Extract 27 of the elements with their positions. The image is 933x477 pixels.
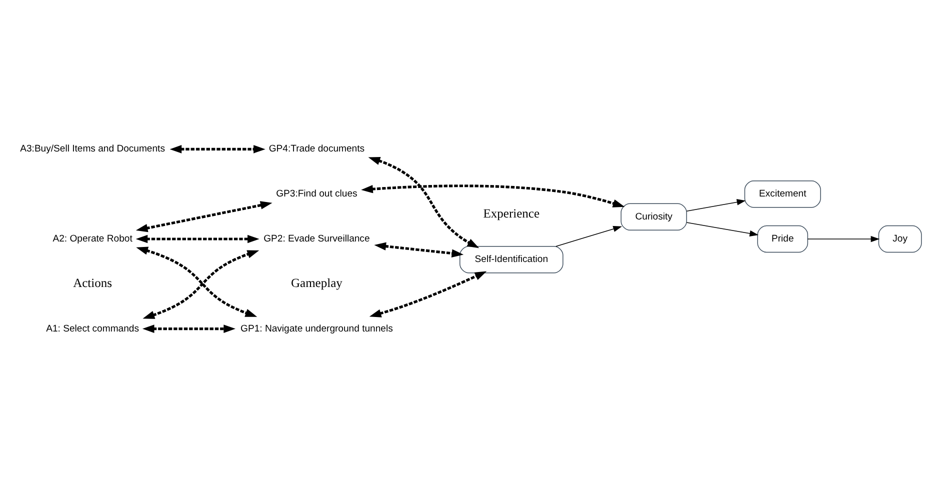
arrow <box>361 184 625 207</box>
arrow <box>368 156 480 248</box>
node-box: Curiosity <box>620 202 687 230</box>
arrow <box>136 200 272 232</box>
label: Gameplay <box>291 275 342 290</box>
node-text: GP1: Navigate underground tunnels <box>240 322 393 334</box>
node-box: Joy <box>878 224 922 252</box>
node-text: GP3:Find out clues <box>276 188 358 200</box>
node-text: A1: Select commands <box>46 322 139 334</box>
node-box: Self-Identification <box>460 246 564 273</box>
arrow <box>369 270 487 317</box>
label: Actions <box>73 275 112 290</box>
arrow <box>136 234 260 243</box>
node-box: Pride <box>757 224 808 252</box>
arrow <box>686 222 759 236</box>
node-text: A2: Operate Robot <box>52 233 132 244</box>
arrow <box>807 235 880 242</box>
arrow <box>374 242 464 257</box>
node-text: A3:Buy/Sell Items and Documents <box>20 143 165 154</box>
node-text: GP4:Trade documents <box>268 143 365 154</box>
label: Experience <box>483 206 540 220</box>
arrow <box>170 144 266 153</box>
node-text: GP2: Evade Surveillance <box>264 233 370 244</box>
arrow <box>556 225 622 246</box>
node-box: Excitement <box>744 180 821 208</box>
arrow <box>686 198 746 212</box>
arrow <box>142 324 236 332</box>
